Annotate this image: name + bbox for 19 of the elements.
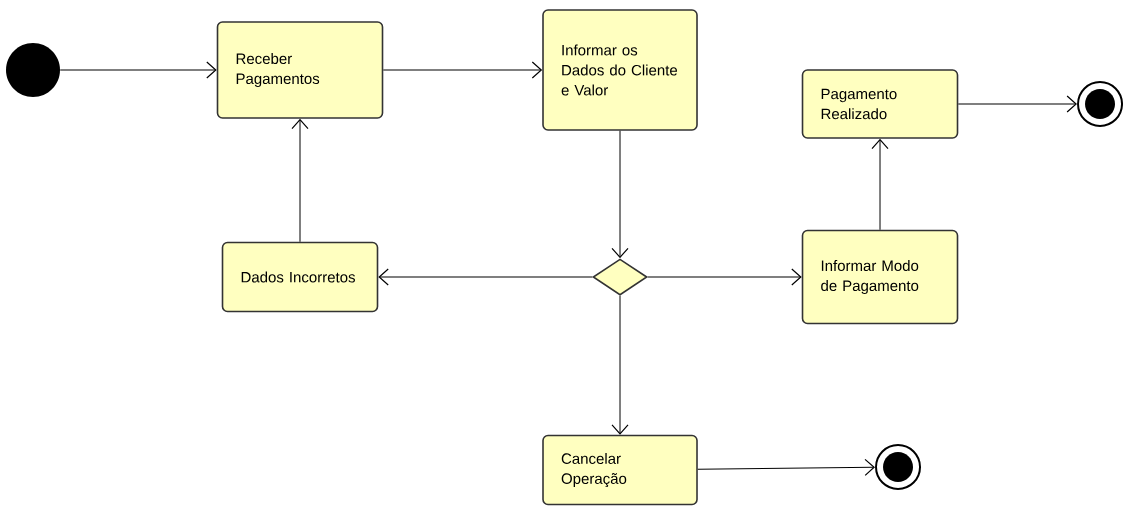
arrow [611, 295, 629, 435]
action-box: Informar os Dados do Cliente e Valor [542, 9, 698, 131]
action-box: Pagamento Realizado [801, 69, 959, 139]
arrow [871, 138, 889, 231]
arrow [291, 118, 309, 243]
arrow [647, 268, 802, 286]
arrow [611, 130, 629, 259]
action-box: Dados Incorretos [221, 241, 379, 313]
end-circle [1077, 81, 1123, 127]
start-circle [6, 43, 60, 97]
arrow [697, 458, 875, 476]
arrow [59, 61, 217, 79]
arrow [957, 95, 1077, 113]
action-box: Cancelar Operação [542, 434, 698, 506]
action-box: Informar Modo de Pagamento [801, 229, 959, 325]
arrow [378, 268, 593, 286]
end-circle [875, 444, 921, 490]
arrow [382, 61, 543, 79]
action-box: Receber Pagamentos [216, 21, 384, 119]
